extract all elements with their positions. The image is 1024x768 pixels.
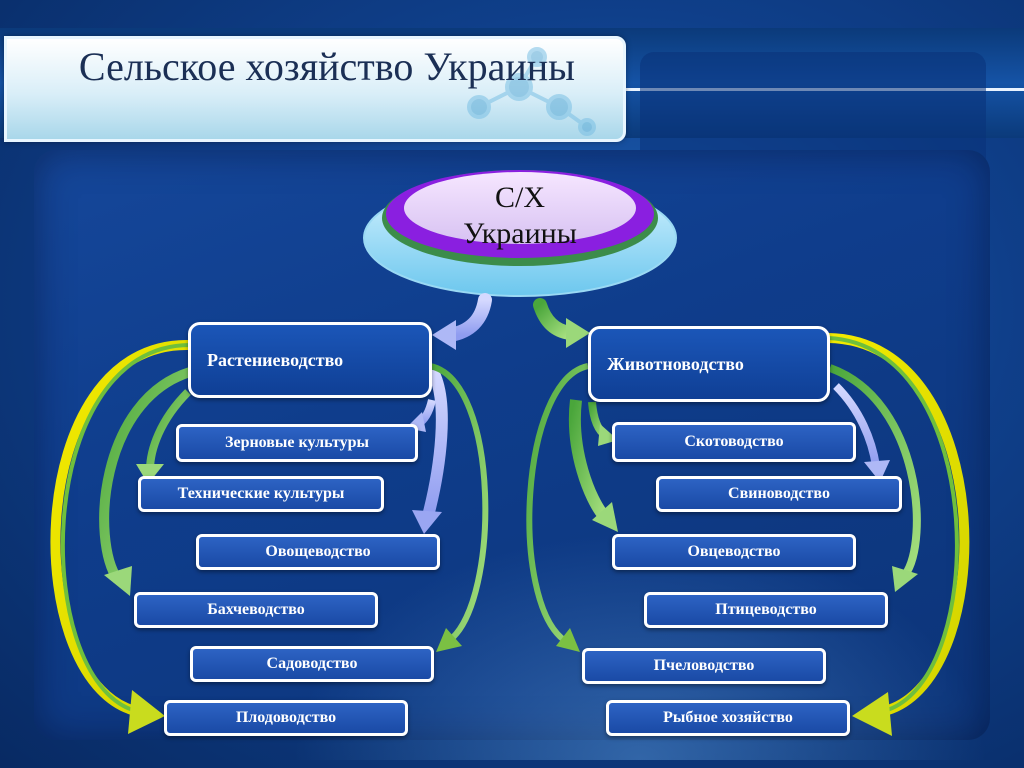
molecule-icon [467,47,596,136]
node-fruit-growing: Плодоводство [164,700,408,736]
node-melon-growing-label: Бахчеводство [207,601,305,618]
node-animal-husbandry: Животноводство [588,326,830,402]
arrowhead-to-gardening [436,628,462,652]
node-cattle-breeding-label: Скотоводство [684,433,784,450]
center-node-label: С/Х Украины [430,180,610,252]
title-banner: Сельское хозяйство Украины [4,36,626,142]
node-fruit-growing-label: Плодоводство [235,709,337,726]
node-sheep-breeding-label: Овцеводство [687,543,781,560]
arrowhead-to-bees [556,628,580,652]
node-pig-breeding: Свиноводство [656,476,902,512]
arrowhead-center-to-animals [566,318,590,348]
arrow-animals-outer [827,333,970,717]
node-sheep-breeding: Овцеводство [612,534,856,570]
node-gardening: Садоводство [190,646,434,682]
node-animal-husbandry-label: Животноводство [607,353,744,374]
arrow-plants-to-technical [146,389,191,471]
node-technical-crops: Технические культуры [138,476,384,512]
arrowhead-center-to-plants [432,320,456,350]
node-melon-growing: Бахчеводство [134,592,378,628]
arrow-animals-to-bees [526,363,589,643]
node-gardening-label: Садоводство [266,655,358,672]
arrowhead-to-pigs [864,460,890,482]
arrowhead-to-plodovodstvo [128,690,165,734]
node-grain-crops: Зерновые культуры [176,424,418,462]
node-pig-breeding-label: Свиноводство [728,485,830,502]
node-plant-growing-label: Растениеводство [207,349,344,370]
node-grain-crops-label: Зерновые культуры [225,434,369,451]
arrowhead-to-vegetables [412,510,442,534]
node-cattle-breeding: Скотоводство [612,422,856,462]
arrow-plants-to-gardening [429,363,489,643]
node-beekeeping: Пчеловодство [582,648,826,684]
arrowhead-to-fishery [852,692,892,736]
center-line-2: Украины [463,217,577,250]
arrow-plants-to-vegetables [422,366,448,518]
arrow-animals-to-poultry [828,364,921,578]
center-node-shape [363,170,677,297]
arrowhead-to-poultry [892,566,918,592]
node-fishery-label: Рыбное хозяйство [663,709,793,726]
arrow-plants-to-bakhcha [99,367,192,583]
node-technical-crops-label: Технические культуры [177,485,345,502]
node-vegetable-growing: Овощеводство [196,534,440,570]
node-vegetable-growing-label: Овощеводство [265,543,371,560]
page-title: Сельское хозяйство Украины [78,44,576,89]
arrowhead-to-sheep [592,502,618,532]
node-beekeeping-label: Пчеловодство [653,657,755,674]
arrow-center-to-animals [533,298,577,340]
center-line-1: С/Х [494,181,545,214]
arrow-animals-to-pigs [833,383,880,467]
arrowhead-to-bakhcha [104,566,132,596]
node-plant-growing: Растениеводство [188,322,432,398]
node-poultry-farming-label: Птицеводство [715,601,817,618]
node-poultry-farming: Птицеводство [644,592,888,628]
arrow-animals-to-sheep [569,399,609,520]
arrowhead-to-technical [136,464,164,484]
node-fishery: Рыбное хозяйство [606,700,850,736]
arrow-plants-outer [50,339,191,717]
